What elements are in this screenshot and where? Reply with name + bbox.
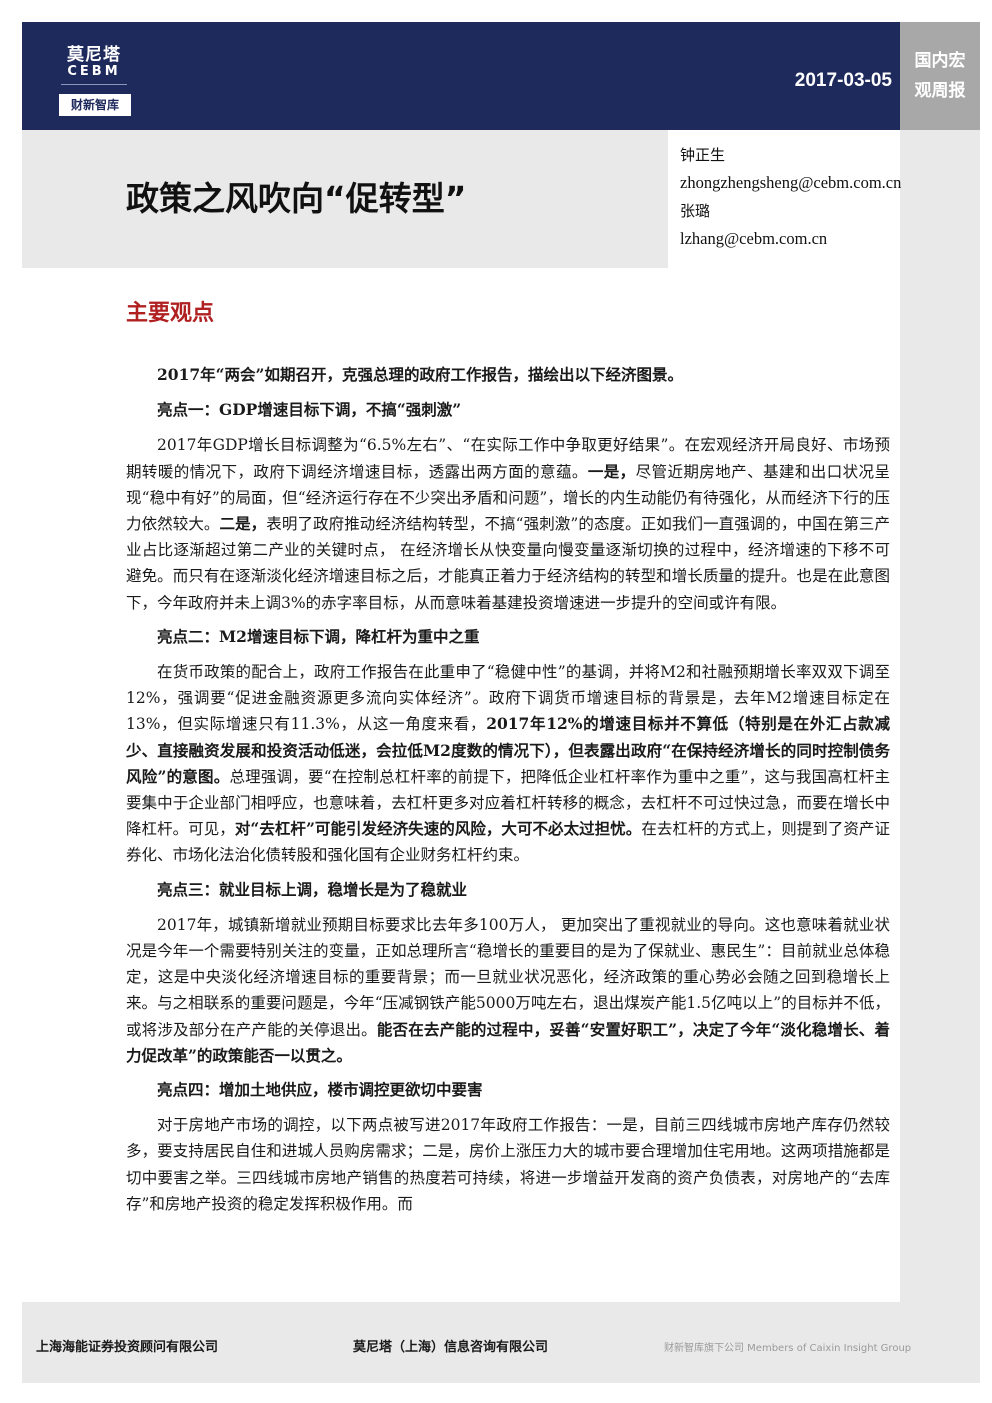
- intro-paragraph: 2017年“两会”如期召开，克强总理的政府工作报告，描绘出以下经济图景。: [157, 365, 683, 384]
- text-run: 2017年，城镇新增就业预期目标要求比去年多100万人， 更加突出了重视就业的导…: [126, 915, 890, 1039]
- text-run: 在货币政策的配合上，政府工作报告在此重申了“稳健中性”的基调，并将M2和社融预期…: [126, 663, 890, 734]
- highlight-heading-4: 亮点四：增加土地供应，楼市调控更欲切中要害: [157, 1080, 483, 1100]
- title-band: [22, 130, 668, 268]
- cebm-logo: 莫尼塔 CEBM 财新智库: [53, 38, 135, 120]
- emphasis-run: 一是，: [587, 461, 636, 481]
- text-run: 尽管近期房地产、基建和出口状况呈现“稳中有好”的局面，但“经济运行存在不少突出矛…: [126, 462, 890, 534]
- highlight-heading-1: 亮点一：GDP增速目标下调，不搞“强刺激”: [157, 400, 462, 420]
- text-run: 2017年GDP增长目标调整为“6.5%左右”、“在实际工作中争取更好结果”。在…: [126, 436, 890, 481]
- footer-company-middle: 莫尼塔（上海）信息咨询有限公司: [353, 1340, 549, 1355]
- section-heading: 主要观点: [126, 301, 215, 326]
- report-type-badge: 国内宏 观周报: [900, 22, 980, 130]
- text-run: 总理强调，要“在控制总杠杆率的前提下，把降低企业杠杆率作为重中之重”，这与我国高…: [126, 767, 890, 839]
- paragraph-2: 在货币政策的配合上，政府工作报告在此重申了“稳健中性”的基调，并将M2和社融预期…: [126, 659, 890, 869]
- page-title: 政策之风吹向“促转型”: [126, 179, 467, 218]
- logo-english-text: CEBM: [67, 64, 121, 79]
- author-name: 张璐: [680, 202, 711, 220]
- emphasis-run: 对“去杠杆”可能引发经济失速的风险，大可不必太过担忧。: [234, 819, 642, 839]
- footer-group-note: 财新智库旗下公司 Members of Caixin Insight Group: [664, 1343, 912, 1354]
- logo-subtitle: 财新智库: [59, 94, 131, 116]
- paragraph-4: 对于房地产市场的调控，以下两点被写进2017年政府工作报告：一是，目前三四线城市…: [126, 1116, 890, 1213]
- author-name: 钟正生: [680, 146, 726, 164]
- paragraph-3: 2017年，城镇新增就业预期目标要求比去年多100万人， 更加突出了重视就业的导…: [126, 912, 890, 1069]
- report-type-line2: 观周报: [914, 81, 966, 101]
- highlight-heading-3: 亮点三：就业目标上调，稳增长是为了稳就业: [157, 879, 468, 899]
- right-side-strip: [900, 130, 980, 1302]
- paragraph-1: 2017年GDP增长目标调整为“6.5%左右”、“在实际工作中争取更好结果”。在…: [126, 432, 890, 615]
- emphasis-run: 能否在去产能的过程中，妥善“安置好职工”，决定了今年“淡化稳增长、着力促改革”的…: [126, 1019, 890, 1065]
- logo-divider: [61, 84, 127, 85]
- logo-chinese-text: 莫尼塔: [67, 45, 121, 65]
- emphasis-run: 二是，: [219, 514, 267, 534]
- report-type-line1: 国内宏: [914, 51, 966, 71]
- article-body: 2017年“两会”如期召开，克强总理的政府工作报告，描绘出以下经济图景。 亮点一…: [126, 362, 890, 1225]
- highlight-heading-2: 亮点二：M2增速目标下调，降杠杆为重中之重: [157, 626, 480, 646]
- text-run: 在去杠杆的方式上，则提到了资产证券化、市场化法治化债转股和强化国有企业财务杠杆约…: [126, 820, 890, 865]
- header-band: [22, 22, 900, 130]
- author-block: 钟正生 zhongzhengsheng@cebm.com.cn 张璐 lzhan…: [680, 141, 902, 253]
- page-footer: 上海海能证券投资顾问有限公司 莫尼塔（上海）信息咨询有限公司 财新智库旗下公司 …: [22, 1302, 980, 1383]
- report-date: 2017-03-05: [794, 70, 892, 91]
- author-email[interactable]: lzhang@cebm.com.cn: [680, 229, 828, 248]
- text-run: 表明了政府推动经济结构转型，不搞“强刺激”的态度。正如我们一直强调的，中国在第三…: [126, 515, 890, 612]
- author-email[interactable]: zhongzhengsheng@cebm.com.cn: [680, 173, 902, 192]
- emphasis-run: 2017年12%的增速目标并不算低（特别是在外汇占款减少、直接融资发展和投资活动…: [126, 714, 890, 786]
- footer-company-left: 上海海能证券投资顾问有限公司: [36, 1340, 219, 1355]
